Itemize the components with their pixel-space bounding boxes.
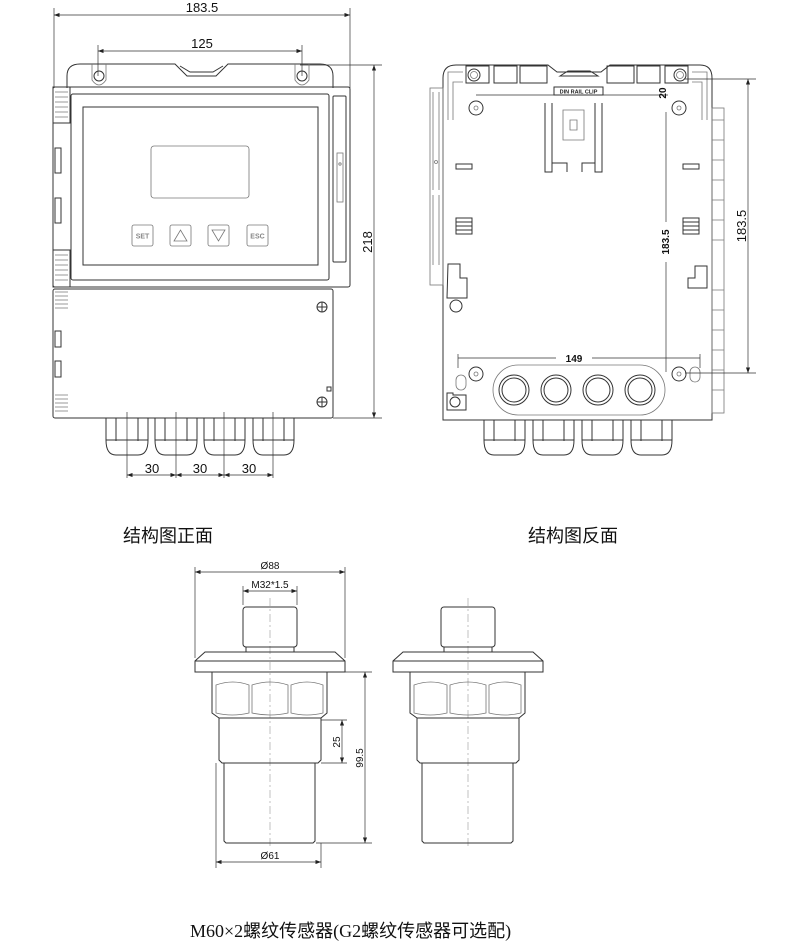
- mounting-tab: [66, 63, 334, 88]
- back-housing: [442, 64, 713, 421]
- front-view-caption: 结构图正面: [123, 526, 213, 546]
- mount-hole: [93, 70, 105, 82]
- front-panel: [82, 106, 319, 266]
- left-vent-ribs: [52, 86, 71, 288]
- sensor-caption: M60×2螺纹传感器(G2螺纹传感器可选配): [190, 921, 512, 941]
- body-diameter-dimension: Ø61: [261, 851, 280, 862]
- sensor-thread: [218, 718, 322, 764]
- sensor-hex: [211, 672, 328, 719]
- height-dimension: 218: [360, 231, 375, 253]
- down-button[interactable]: [207, 224, 230, 247]
- flange-diameter-dimension: Ø88: [261, 561, 280, 572]
- sensor-dimensioned: Ø88 M32*1.5 99.5 25 Ø61: [194, 561, 372, 868]
- sensor-body: [223, 763, 316, 844]
- mount-hole: [296, 70, 308, 82]
- cable-glands-front: [105, 418, 295, 456]
- back-view-caption: 结构图反面: [528, 526, 618, 546]
- mount-spacing-dimension: 125: [191, 36, 213, 51]
- up-button[interactable]: [169, 224, 192, 247]
- keypad: SET ESC: [131, 224, 269, 247]
- down-arrow-icon: [211, 229, 226, 242]
- back-view: DIN RAIL CLIP 183.5 183.5 149 20: [429, 64, 756, 456]
- inner-height-dimension: 183.5: [661, 229, 672, 254]
- din-rail-clip-label: DIN RAIL CLIP: [560, 90, 598, 96]
- front-view: 183.5 125 218 30 30 30 SET ESC: [52, 0, 382, 478]
- width-dimension: 183.5: [186, 0, 219, 15]
- back-height-dimension: 183.5: [734, 210, 749, 243]
- cover-screw: [316, 301, 328, 313]
- lower-housing: [52, 288, 334, 419]
- lcd-screen: [150, 145, 250, 199]
- thread-spec-dimension: M32*1.5: [251, 580, 289, 591]
- set-button[interactable]: [131, 224, 154, 247]
- back-dimensions: 183.5 183.5 149 20: [457, 78, 756, 374]
- upper-housing: [52, 86, 351, 288]
- esc-button[interactable]: [246, 224, 269, 247]
- cable-glands-back: [483, 420, 673, 456]
- gland-openings: [498, 374, 656, 406]
- sensor-length-dimension: 99.5: [355, 748, 366, 768]
- sensor-connector: [242, 606, 298, 648]
- front-dimensions: 183.5 125 218 30 30 30: [53, 0, 382, 478]
- hole-spacing-dimension: 149: [566, 354, 583, 365]
- esc-button-label: ESC: [250, 234, 264, 241]
- gland-spacing-3: 30: [242, 461, 256, 476]
- set-button-label: SET: [136, 234, 150, 241]
- offset-dimension: 20: [658, 87, 669, 99]
- thread-length-dimension: 25: [332, 736, 343, 748]
- cover-screw: [316, 396, 328, 408]
- display-frame: [70, 93, 330, 281]
- gland-spacing-2: 30: [193, 461, 207, 476]
- up-arrow-icon: [173, 229, 188, 242]
- side-strip: [332, 95, 347, 263]
- gland-spacing-1: 30: [145, 461, 159, 476]
- sensor-plain: [392, 598, 544, 848]
